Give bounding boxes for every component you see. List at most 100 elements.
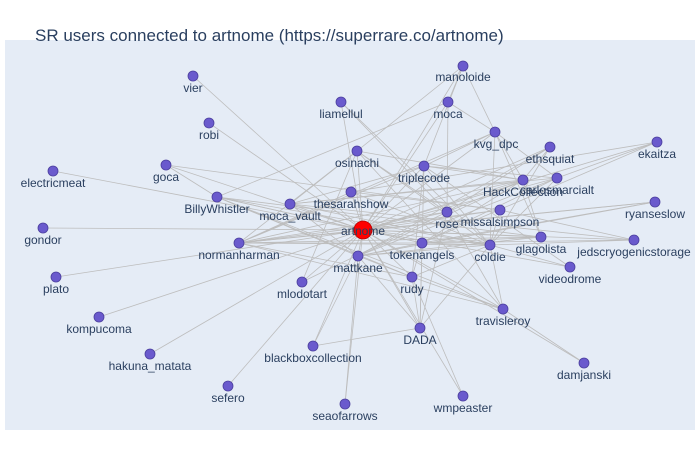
edge-artnome-goca [165,164,364,231]
edge-coldie-travisleroy [489,244,504,310]
node-label-mattkane: mattkane [333,261,383,275]
node-label-carlosmarcialt: carlosmarcialt [520,183,595,197]
node-kvg-dpc[interactable] [489,126,501,138]
edge-tokenangels-coldie [421,242,491,246]
node-ethsquiat[interactable] [544,141,556,153]
node-label-blackboxcollection: blackboxcollection [264,351,361,365]
node-glagolista[interactable] [535,231,547,243]
edge-artnome-hackcollection [362,179,524,231]
node-kompucoma[interactable] [93,311,105,323]
node-label-goca: goca [153,170,179,184]
node-artnome[interactable] [353,220,373,240]
node-robi[interactable] [203,117,215,129]
edge-artnome-blackboxcollection [312,229,364,347]
node-label-kompucoma: kompucoma [66,322,132,336]
edge-ryanseslow-mattkane [357,201,656,257]
node-label-wmpeaster: wmpeaster [433,401,493,415]
node-label-mlodotart: mlodotart [277,287,328,301]
node-coldie[interactable] [484,239,496,251]
node-ryanseslow[interactable] [649,196,661,208]
node-label-dada: DADA [403,333,436,347]
node-label-electricmeat: electricmeat [21,176,86,190]
node-label-ryanseslow: ryanseslow [625,207,685,221]
edge-coldie-dada [419,244,491,329]
node-label-travisleroy: travisleroy [476,314,531,328]
node-electricmeat[interactable] [47,165,59,177]
node-sefero[interactable] [222,380,234,392]
edge-kvg-dpc-coldie [489,131,496,246]
node-videodrome[interactable] [564,261,576,273]
edge-kvg-dpc-glagolista [494,131,542,238]
edge-artnome-wmpeaster [362,229,464,397]
node-mattkane[interactable] [352,250,364,262]
edge-rudy-dada [411,276,421,329]
edge-liamellul-rose [340,101,448,213]
edge-artnome-plato [55,229,364,278]
node-wmpeaster[interactable] [457,390,469,402]
node-dada[interactable] [414,322,426,334]
node-missalsimpson[interactable] [494,204,506,216]
edge-travisleroy-damjanski [502,308,585,364]
edge-mattkane-tokenangels [357,242,423,257]
node-triplecode[interactable] [418,160,430,172]
node-mlodotart[interactable] [296,276,308,288]
node-label-videodrome: videodrome [539,272,602,286]
edge-osinachi-hackcollection [356,150,524,181]
edge-tokenangels-rudy [411,242,423,278]
edge-normanharman-rudy [238,242,413,278]
edge-hackcollection-rose [446,179,524,213]
edge-mattkane-seaofarrows [344,255,359,405]
edge-coldie-rudy [411,244,491,278]
node-label-vier: vier [183,81,202,95]
edge-mattkane-blackboxcollection [312,255,359,347]
node-moca-vault[interactable] [284,198,296,210]
nodes-layer [37,60,663,410]
node-label-triplecode: triplecode [398,171,450,185]
node-label-rose: rose [435,217,459,231]
edges-layer [42,65,658,405]
edge-goca-missalsimpson [165,164,501,211]
node-label-robi: robi [199,128,219,142]
edge-triplecode-normanharman [238,165,425,244]
node-travisleroy[interactable] [497,303,509,315]
node-jedscryogenicstorage[interactable] [628,234,640,246]
edge-ethsquiat-rose [446,146,551,213]
node-seaofarrows[interactable] [339,398,351,410]
node-hakuna-matata[interactable] [144,348,156,360]
edge-artnome-liamellul [340,101,364,231]
node-hackcollection[interactable] [517,174,529,186]
edge-jedscryogenicstorage-tokenangels [421,239,635,244]
edge-mattkane-coldie [357,244,491,257]
edge-osinachi-normanharman [238,150,358,244]
node-blackboxcollection[interactable] [307,340,319,352]
node-goca[interactable] [160,159,172,171]
node-gondor[interactable] [37,222,49,234]
node-label-billywhistler: BillyWhistler [184,202,249,216]
node-rudy[interactable] [406,271,418,283]
node-moca[interactable] [442,96,454,108]
edge-goca-billywhistler [165,164,218,198]
node-label-glagolista: glagolista [516,242,567,256]
edge-glagolista-mattkane [357,236,542,257]
node-normanharman[interactable] [233,237,245,249]
node-rose[interactable] [441,206,453,218]
node-label-missalsimpson: missalsimpson [461,215,540,229]
edge-hackcollection-normanharman [238,179,524,244]
node-carlosmarcialt[interactable] [551,172,563,184]
node-billywhistler[interactable] [211,191,223,203]
edge-ekaitza-carlosmarcialt [556,141,658,179]
edge-artnome-gondor [42,227,364,231]
edge-coldie-videodrome [489,244,571,268]
node-ekaitza[interactable] [651,136,663,148]
node-tokenangels[interactable] [416,237,428,249]
node-plato[interactable] [50,271,62,283]
edge-mattkane-dada [357,255,421,329]
edge-ekaitza-tokenangels [421,141,658,244]
node-liamellul[interactable] [335,96,347,108]
node-osinachi[interactable] [351,145,363,157]
node-damjanski[interactable] [578,357,590,369]
node-thesarahshow[interactable] [345,186,357,198]
node-manoloide[interactable] [457,60,469,72]
node-vier[interactable] [187,70,199,82]
